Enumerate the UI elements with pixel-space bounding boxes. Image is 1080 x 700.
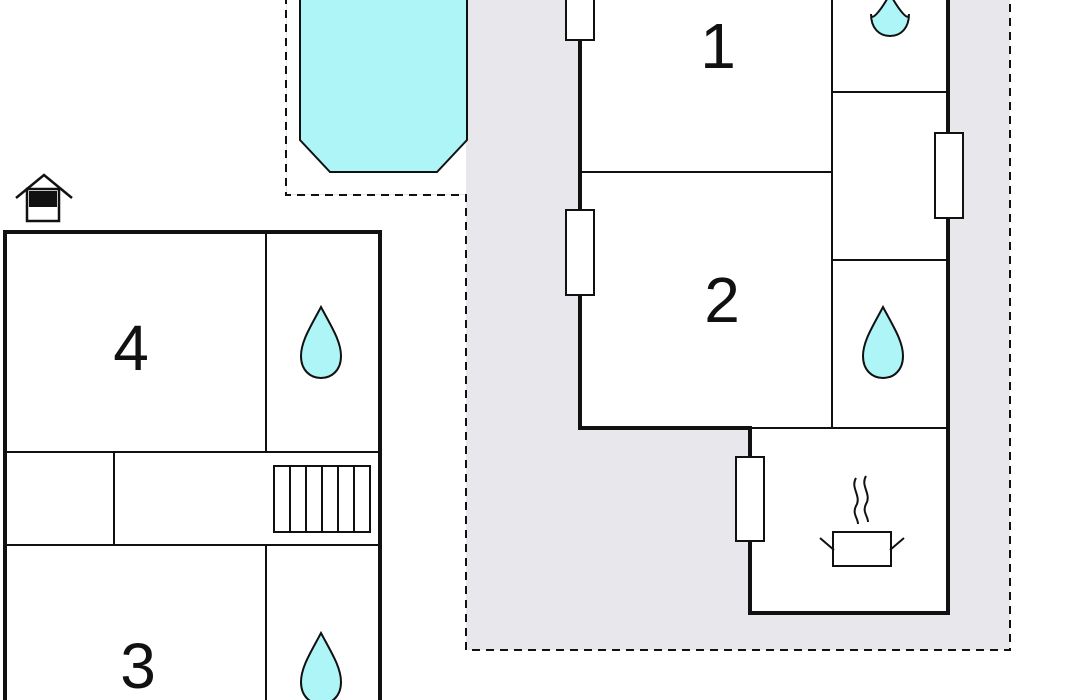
room-2-label: 2 xyxy=(704,264,740,336)
pool-deck-border xyxy=(285,0,467,650)
water-drop-icon xyxy=(299,304,343,380)
window-icon xyxy=(565,0,595,41)
window-icon xyxy=(565,209,595,296)
room-3-label: 3 xyxy=(120,630,156,700)
water-drop-icon xyxy=(861,304,905,380)
window-icon xyxy=(934,132,964,219)
window-icon xyxy=(735,456,765,542)
room-1-label: 1 xyxy=(700,10,736,82)
second-building xyxy=(3,230,382,700)
main-building xyxy=(578,0,950,615)
stairs-icon xyxy=(273,465,371,533)
cooking-pot-icon xyxy=(819,475,905,567)
room-4-label: 4 xyxy=(113,312,149,384)
water-drop-icon xyxy=(870,0,910,38)
house-icon xyxy=(15,173,73,223)
swimming-pool xyxy=(299,0,468,173)
water-drop-icon xyxy=(299,630,343,700)
